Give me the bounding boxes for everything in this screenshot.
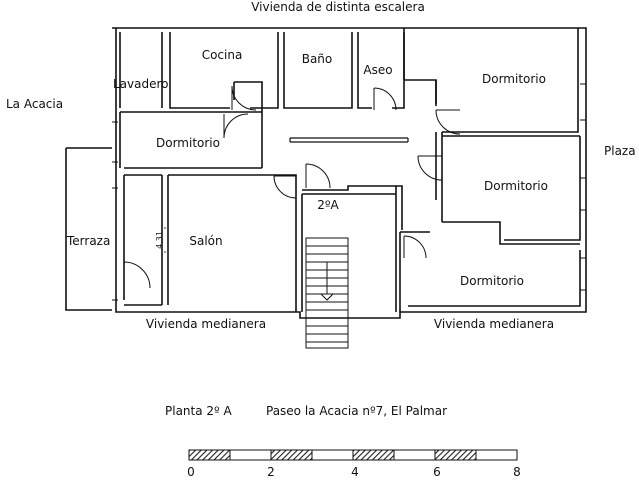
scale-segment — [434, 449, 477, 461]
landing-label: 2ºA — [317, 198, 339, 212]
room-label-terraza: Terraza — [66, 234, 110, 248]
dimension-mark — [164, 227, 166, 253]
room-label-cocina: Cocina — [202, 48, 243, 62]
caption-plan: Planta 2º A — [165, 404, 233, 418]
stair-arrow-head — [319, 293, 335, 301]
room-label-dormitorio-w: Dormitorio — [156, 136, 220, 150]
walls — [65, 27, 587, 319]
scale-segment — [270, 449, 313, 461]
scale-bar: 0 2 4 6 8 — [187, 449, 521, 479]
street-right-label: Plaza — [604, 144, 636, 158]
top-neighbor-label: Vivienda de distinta escalera — [251, 0, 425, 14]
scale-segment — [393, 449, 436, 461]
room-label-dormitorio-ne: Dormitorio — [482, 72, 546, 86]
caption-address: Paseo la Acacia nº7, El Palmar — [266, 404, 447, 418]
dimension-label: 4,31 — [155, 231, 164, 249]
staircase — [305, 237, 349, 349]
medianera-left-label: Vivienda medianera — [146, 317, 266, 331]
scale-tick-label: 8 — [513, 465, 521, 479]
scale-segment — [352, 449, 395, 461]
windows — [112, 83, 586, 301]
scale-tick-label: 0 — [187, 465, 195, 479]
medianera-right-label: Vivienda medianera — [434, 317, 554, 331]
scale-segment — [188, 449, 231, 461]
room-label-dormitorio-e: Dormitorio — [484, 179, 548, 193]
room-label-lavadero: Lavadero — [113, 77, 169, 91]
room-label-aseo: Aseo — [363, 63, 392, 77]
street-left-label: La Acacia — [6, 97, 63, 111]
door-swings — [123, 85, 461, 289]
corridor-wall — [289, 137, 409, 143]
scale-tick-label: 4 — [351, 465, 359, 479]
room-label-dormitorio-se: Dormitorio — [460, 274, 524, 288]
scale-tick-label: 6 — [433, 465, 441, 479]
scale-segment — [229, 449, 272, 461]
scale-segment — [475, 449, 518, 461]
scale-tick-label: 2 — [267, 465, 275, 479]
room-label-salon: Salón — [189, 234, 222, 248]
scale-segment — [311, 449, 354, 461]
room-label-bano: Baño — [302, 52, 333, 66]
